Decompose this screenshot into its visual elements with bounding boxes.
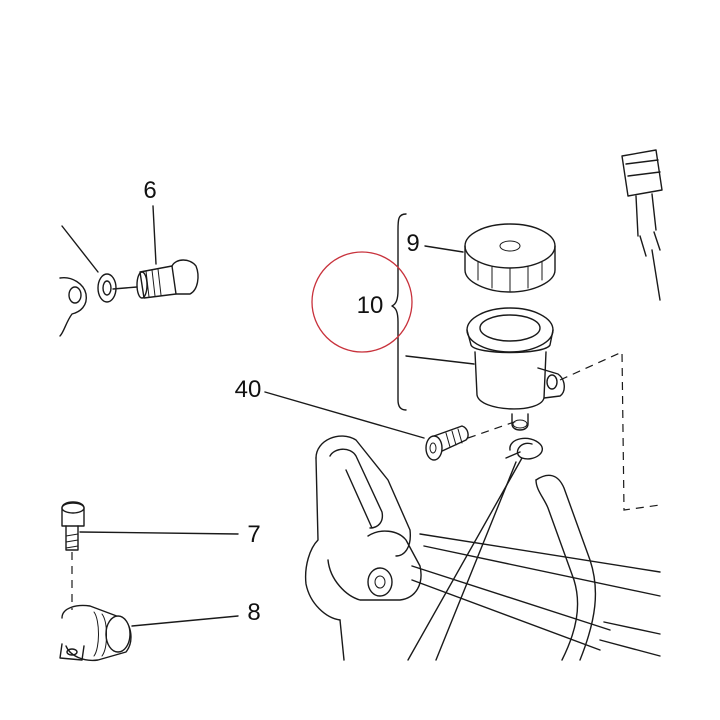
routing-dashed [559, 351, 661, 511]
fitting-part-8 [59, 604, 132, 662]
callout-6: 6 [143, 177, 156, 204]
brace-group-10 [391, 213, 407, 411]
highlight-circle [311, 251, 413, 353]
callout-10: 10 [357, 292, 384, 319]
screw-part-40 [425, 425, 469, 461]
callout-8: 8 [247, 599, 260, 626]
left-housing-fragment [59, 225, 99, 337]
brake-hose [535, 474, 597, 661]
cable-line-1 [407, 457, 523, 661]
hose-clip [505, 437, 543, 460]
banjo-bolt-part-6 [112, 259, 199, 299]
leader-40 [264, 391, 425, 439]
leader-9 [424, 245, 464, 253]
bolt-part-7 [61, 501, 85, 610]
mounting-bracket [304, 435, 422, 661]
screw-axis-dashed [467, 419, 521, 439]
connector-top-right [621, 149, 663, 301]
callout-9: 9 [406, 230, 419, 257]
leader-8 [131, 615, 239, 627]
reservoir-body [466, 307, 565, 431]
leader-7 [79, 531, 239, 535]
cable-line-2 [435, 461, 517, 661]
leader-6 [152, 205, 157, 265]
leader-body [405, 355, 475, 365]
callout-7: 7 [247, 521, 260, 548]
reservoir-cap-part-9 [464, 223, 556, 293]
frame-rails [411, 533, 661, 657]
callout-40: 40 [235, 376, 262, 403]
washer-part [97, 273, 117, 303]
